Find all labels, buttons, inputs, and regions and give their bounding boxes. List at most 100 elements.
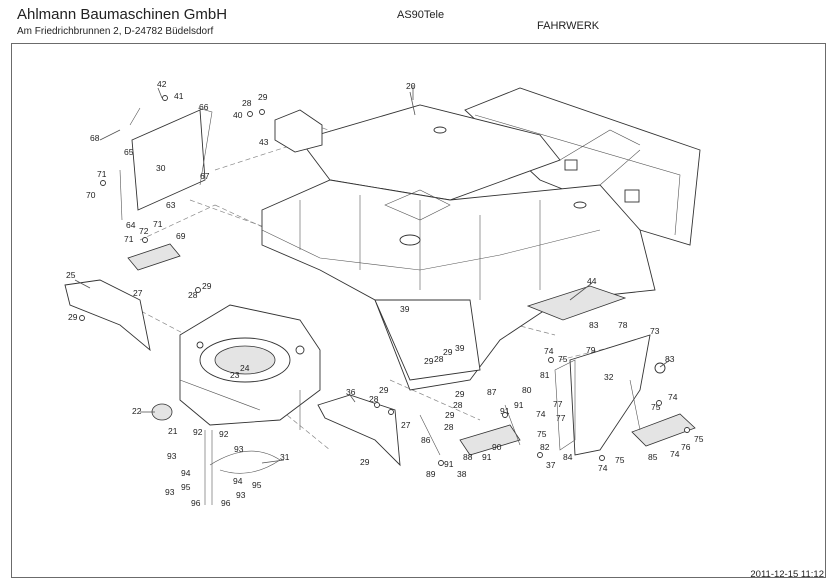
callout: 28 [434,354,444,364]
callout: 85 [648,452,658,462]
callout: 75 [694,434,704,444]
section-title: FAHRWERK [537,20,600,32]
callout: 23 [230,370,240,380]
callout: 29 [360,457,370,467]
callout: 32 [604,372,614,382]
callout: 27 [133,288,143,298]
callout: 29 [455,389,465,399]
callout: 74 [598,463,608,473]
callout: 27 [401,420,411,430]
callout: 24 [240,363,250,373]
callout: 96 [221,498,231,508]
callout: 75 [615,455,625,465]
callout: 91 [444,459,454,469]
callout: 74 [536,409,546,419]
callout: 29 [443,347,453,357]
right-side-plate [554,334,666,456]
callout: 28 [188,290,198,300]
chassis-frame [261,87,701,391]
print-timestamp: 2011-12-15 11:12 [750,569,824,580]
callout: 81 [540,370,550,380]
step-right [631,413,696,447]
callout: 39 [400,304,410,314]
callout: 94 [233,476,243,486]
callout: 80 [522,385,532,395]
callout: 93 [167,451,177,461]
callout: 91 [482,452,492,462]
callout: 21 [168,426,178,436]
callout: 29 [68,312,78,322]
callout: 29 [202,281,212,291]
callout: 67 [200,171,210,181]
hatch-panel [119,107,213,221]
callout: 28 [369,394,379,404]
hydraulic-line [204,430,281,505]
callout: 20 [406,81,416,91]
callout: 42 [157,79,167,89]
leader-lines [74,85,671,464]
cover-plate [526,285,627,321]
callout: 83 [589,320,599,330]
callout: 92 [219,429,229,439]
callout: 95 [252,480,262,490]
callout: 74 [670,449,680,459]
callout: 66 [199,102,209,112]
callout: 78 [618,320,628,330]
callout: 31 [280,452,290,462]
callout: 96 [191,498,201,508]
callout: 82 [540,442,550,452]
callout: 44 [587,276,597,286]
callout: 74 [544,346,554,356]
fender-left [64,279,151,352]
model-label: AS90Tele [397,9,445,21]
callout: 76 [681,442,691,452]
callout: 30 [156,163,166,173]
callout: 29 [379,385,389,395]
callout: 71 [97,169,107,179]
callout: 84 [563,452,573,462]
callout: 86 [421,435,431,445]
callout: 43 [259,137,269,147]
callout: 93 [236,490,246,500]
callout: 71 [124,234,134,244]
step-fender [317,394,401,467]
callouts: 42 41 66 68 65 30 67 71 70 63 64 71 72 6… [66,79,704,508]
callout: 75 [558,354,568,364]
callout: 90 [492,442,502,452]
callout: 71 [153,219,163,229]
callout: 65 [124,147,134,157]
callout: 88 [463,452,473,462]
callout: 83 [665,354,675,364]
callout: 69 [176,231,186,241]
callout: 68 [90,133,100,143]
callout: 39 [455,343,465,353]
company-address: Am Friedrichbrunnen 2, D-24782 Büdelsdor… [17,26,214,37]
fasteners [79,95,690,466]
callout: 25 [66,270,76,280]
callout: 70 [86,190,96,200]
callout: 22 [132,406,142,416]
callout: 94 [181,468,191,478]
callout: 64 [126,220,136,230]
axle-housing [179,304,321,430]
callout: 77 [553,399,563,409]
callout: 77 [556,413,566,423]
drawing-frame [11,43,826,578]
callout: 28 [242,98,252,108]
callout: 92 [193,427,203,437]
callout: 74 [668,392,678,402]
callout: 91 [500,406,510,416]
callout: 29 [424,356,434,366]
callout: 95 [181,482,191,492]
callout: 41 [174,91,184,101]
callout: 72 [139,226,149,236]
callout: 91 [514,400,524,410]
callout: 93 [165,487,175,497]
bracket [274,109,323,153]
callout: 73 [650,326,660,336]
callout: 75 [651,402,661,412]
callout: 36 [346,387,356,397]
callout: 29 [445,410,455,420]
callout: 79 [586,345,596,355]
